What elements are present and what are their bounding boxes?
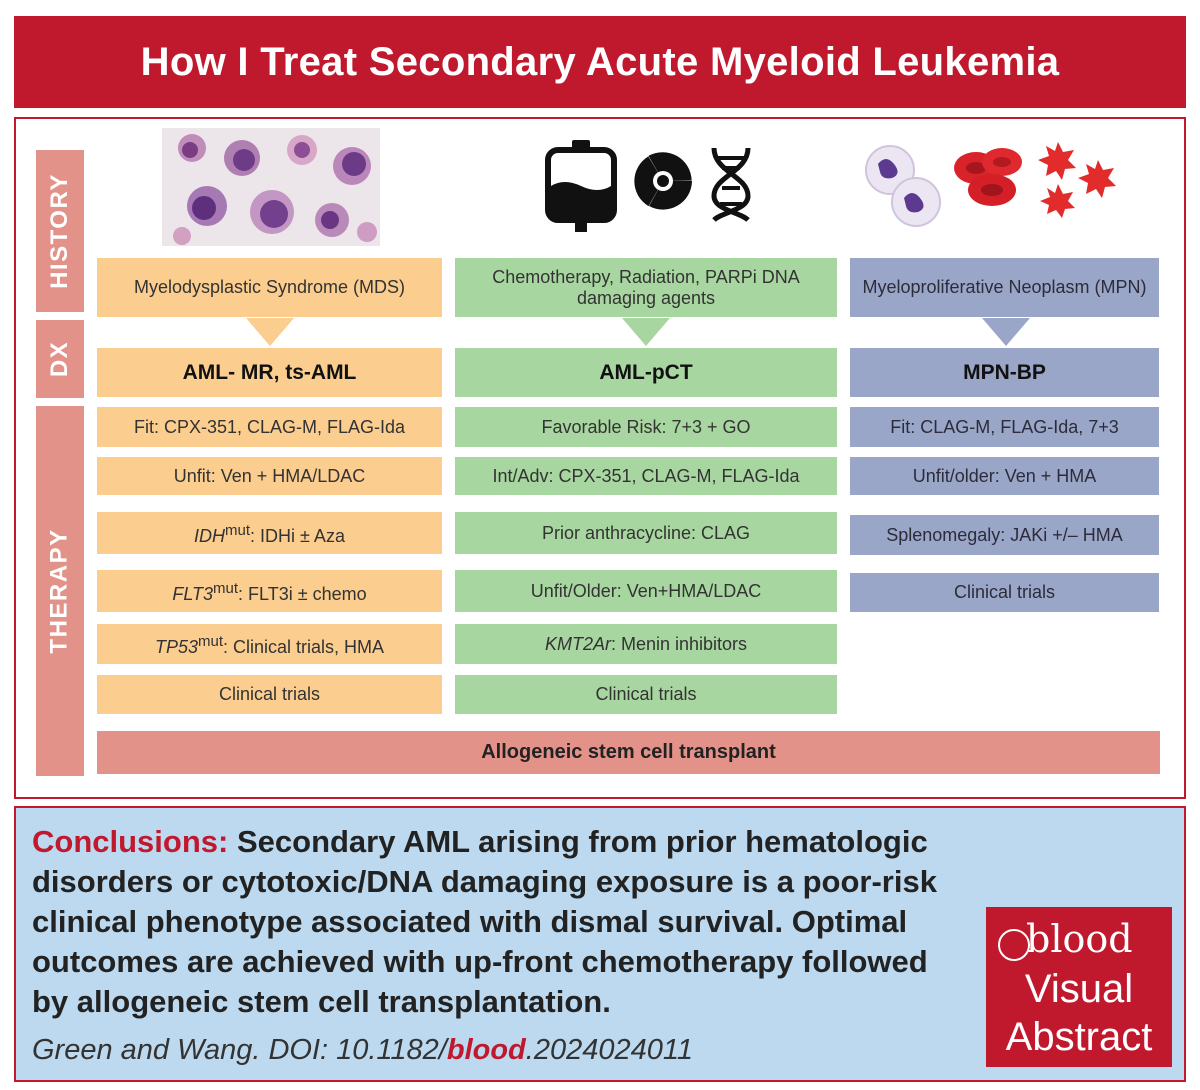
neutrophil-cells-icon (865, 145, 941, 227)
citation-suffix: .2024024011 (525, 1034, 693, 1066)
therapy-text: Unfit/older: Ven + HMA (912, 465, 1097, 486)
therapy-item: IDHmut: IDHi ± Aza (97, 512, 442, 554)
history-chemo-radiation: Chemotherapy, Radiation, PARPi DNA damag… (455, 258, 837, 317)
therapy-item: Unfit/Older: Ven+HMA/LDAC (455, 570, 837, 612)
history-label-text: HISTORY (46, 173, 74, 289)
therapy-text: Unfit: Ven + HMA/LDAC (173, 465, 366, 486)
therapy-text: Fit: CPX-351, CLAG-M, FLAG-Ida (133, 416, 406, 437)
radiation-icon (634, 152, 692, 210)
therapy-item: Fit: CPX-351, CLAG-M, FLAG-Ida (97, 407, 442, 447)
therapy-text: Clinical trials (595, 684, 697, 704)
therapy-text: Int/Adv: CPX-351, CLAG-M, FLAG-Ida (492, 465, 800, 486)
arrow-down-icon (982, 318, 1030, 346)
therapy-item: FLT3mut: FLT3i ± chemo (97, 570, 442, 612)
therapy-text: Splenomegaly: JAKi +/– HMA (886, 524, 1123, 545)
conclusion-text-block: Conclusions: Secondary AML arising from … (32, 822, 1172, 1074)
therapy-text: : IDHi ± Aza (250, 525, 345, 546)
therapy-text: : Menin inhibitors (610, 633, 748, 654)
iv-bag-icon (545, 140, 617, 232)
badge-visual-text: Visual (1024, 967, 1134, 1011)
conclusion-body: Secondary AML arising from prior hematol… (32, 824, 937, 1019)
citation: Green and Wang. DOI: 10.1182/blood.20240… (32, 1034, 693, 1067)
therapy-item: Int/Adv: CPX-351, CLAG-M, FLAG-Ida (455, 457, 837, 495)
dx-row-label: DX (36, 320, 84, 398)
therapy-item: Splenomegaly: JAKi +/– HMA (850, 515, 1159, 555)
gene-name: IDH (194, 525, 226, 546)
arrow-down-icon (622, 318, 670, 346)
dna-icon (711, 147, 751, 222)
therapy-text: Prior anthracycline: CLAG (541, 522, 751, 543)
therapy-text: Clinical trials (953, 582, 1056, 602)
therapy-item: Clinical trials (850, 573, 1159, 612)
therapy-item: Clinical trials (97, 675, 442, 714)
badge-blood-logo: blood (1026, 917, 1133, 961)
transplant-bar: Allogeneic stem cell transplant (97, 731, 1160, 774)
mutation-superscript: mut (225, 521, 251, 539)
bone-marrow-smear-image (162, 128, 380, 246)
therapy-item: KMT2Ar: Menin inhibitors (455, 624, 837, 664)
therapy-text: : FLT3i ± chemo (238, 583, 367, 604)
history-row-label: HISTORY (36, 150, 84, 312)
dx-aml-mr: AML- MR, ts-AML (97, 348, 442, 397)
history-mpn: Myeloproliferative Neoplasm (MPN) (850, 258, 1159, 317)
therapy-item: Fit: CLAG-M, FLAG-Ida, 7+3 (850, 407, 1159, 447)
badge-abstract-text: Abstract (1005, 1015, 1153, 1059)
main-diagram-frame (14, 117, 1186, 799)
society-seal-icon (998, 929, 1030, 961)
dx-label-text: DX (46, 340, 73, 378)
therapy-item: Unfit/older: Ven + HMA (850, 457, 1159, 495)
mutation-superscript: mut (197, 632, 223, 650)
therapy-text: : Clinical trials, HMA (223, 636, 385, 657)
gene-name: KMT2Ar (544, 633, 611, 654)
therapy-text: Fit: CLAG-M, FLAG-Ida, 7+3 (890, 416, 1119, 437)
therapy-item: Favorable Risk: 7+3 + GO (455, 407, 837, 447)
therapy-item: TP53mut: Clinical trials, HMA (97, 624, 442, 664)
conclusion-label: Conclusions: (32, 824, 229, 859)
platelets-icon (1038, 142, 1116, 218)
page-title: How I Treat Secondary Acute Myeloid Leuk… (14, 16, 1186, 108)
therapy-label-text: THERAPY (46, 528, 73, 654)
therapy-text: Unfit/Older: Ven+HMA/LDAC (530, 580, 762, 601)
history-mds: Myelodysplastic Syndrome (MDS) (97, 258, 442, 317)
therapy-item: Prior anthracycline: CLAG (455, 512, 837, 554)
therapy-row-label: THERAPY (36, 406, 84, 776)
gene-name: TP53 (154, 636, 198, 657)
mutation-superscript: mut (213, 579, 239, 597)
red-blood-cells-icon (954, 148, 1022, 206)
gene-name: FLT3 (172, 583, 214, 604)
dx-mpn-bp: MPN-BP (850, 348, 1159, 397)
citation-journal: blood (446, 1034, 526, 1066)
dx-aml-pct: AML-pCT (455, 348, 837, 397)
arrow-down-icon (246, 318, 294, 346)
therapy-item: Unfit: Ven + HMA/LDAC (97, 457, 442, 495)
therapy-item: Clinical trials (455, 675, 837, 714)
therapy-text: Clinical trials (218, 684, 321, 704)
blood-visual-abstract-badge: blood Visual Abstract (986, 907, 1172, 1067)
citation-prefix: Green and Wang. DOI: 10.1182/ (32, 1034, 447, 1066)
therapy-text: Favorable Risk: 7+3 + GO (541, 416, 751, 437)
